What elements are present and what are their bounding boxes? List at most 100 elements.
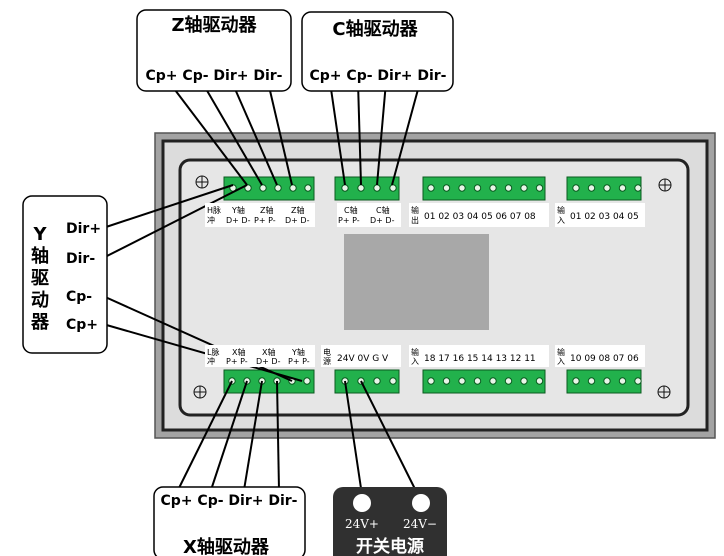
terminal-pin <box>274 184 282 192</box>
c-driver-signals: Cp+ Cp- Dir+ Dir- <box>310 68 447 84</box>
label-pulse: 冲 <box>207 215 215 225</box>
y-driver-title-char: Y <box>32 224 47 245</box>
terminal-pin <box>572 184 580 192</box>
label-y-dir: D+ D- <box>226 216 251 225</box>
x-driver-box: Cp+ Cp- Dir+ Dir- X轴驱动器 <box>153 486 306 556</box>
terminal-pin <box>304 184 312 192</box>
label-c-axis: C轴 <box>344 205 358 215</box>
terminal-pin <box>618 377 627 385</box>
label-pulse: H脉 <box>207 205 221 215</box>
label-pulse: 冲 <box>207 356 215 366</box>
terminal-pin <box>520 377 528 385</box>
label-y-pulse: P+ P- <box>288 357 310 366</box>
terminal-block-output <box>422 176 546 201</box>
terminal-pin <box>357 184 365 192</box>
label-input-numbers: 18 17 16 15 14 13 12 11 <box>424 354 536 364</box>
terminal-pin <box>341 184 349 192</box>
bottom-terminal-labels: L脉 冲 X轴 P+ P- X轴 D+ D- Y轴 P+ P- 电 源 24V … <box>205 345 645 367</box>
power-plus-label: 24V+ <box>345 517 379 531</box>
y-driver-signal: Dir+ <box>66 221 101 237</box>
mounting-screw-icon <box>658 178 672 192</box>
label-power: 电 <box>323 347 331 357</box>
power-minus-label: 24V− <box>403 517 437 531</box>
top-terminal-labels: H脉 冲 Y轴 D+ D- Z轴 P+ P- Z轴 D+ D- C轴 P+ P-… <box>205 203 645 227</box>
x-driver-title: X轴驱动器 <box>183 536 270 556</box>
terminal-minus-icon <box>412 494 430 512</box>
terminal-pin <box>572 377 580 385</box>
terminal-block-input-bottom <box>422 369 546 394</box>
y-driver-title-char: 器 <box>30 312 50 333</box>
label-x-axis: X轴 <box>262 347 275 357</box>
label-x-dir: D+ D- <box>256 357 281 366</box>
terminal-pin <box>535 184 544 192</box>
label-output-numbers: 01 02 03 04 05 06 07 08 <box>424 212 536 222</box>
terminal-pin <box>473 377 482 385</box>
terminal-pin <box>373 184 381 192</box>
label-input: 入 <box>557 357 565 366</box>
label-pulse: L脉 <box>207 347 219 357</box>
terminal-pin <box>442 377 451 385</box>
label-z-pulse: P+ P- <box>254 216 276 225</box>
terminal-pin <box>489 377 497 385</box>
terminal-pin <box>587 377 596 385</box>
label-input: 输 <box>411 347 419 357</box>
label-input: 入 <box>557 216 565 225</box>
label-y-axis: Y轴 <box>231 205 245 215</box>
label-output: 出 <box>411 215 419 225</box>
label-z-axis: Z轴 <box>291 205 304 215</box>
terminal-pin <box>587 184 596 192</box>
label-c-dir: D+ D- <box>370 216 395 225</box>
terminal-pin <box>535 377 544 385</box>
power-supply-title: 开关电源 <box>356 536 424 556</box>
terminal-pin <box>634 377 642 385</box>
terminal-pin <box>603 377 611 385</box>
label-input: 入 <box>411 357 419 366</box>
terminal-pin <box>458 377 466 385</box>
label-power-pins: 24V 0V G V <box>337 354 389 364</box>
y-driver-signal: Dir- <box>66 251 95 267</box>
y-driver-title-char: 动 <box>31 290 49 311</box>
terminal-pin <box>389 377 397 385</box>
label-z-axis: Z轴 <box>260 205 273 215</box>
terminal-pin <box>520 184 528 192</box>
terminal-pin <box>427 377 435 385</box>
terminal-pin <box>427 184 435 192</box>
terminal-pin <box>289 184 297 192</box>
z-driver-title: Z轴驱动器 <box>171 14 257 36</box>
z-driver-box: Z轴驱动器 Cp+ Cp- Dir+ Dir- <box>136 9 292 92</box>
terminal-pin <box>303 377 311 385</box>
label-c-axis: C轴 <box>376 205 390 215</box>
terminal-pin <box>389 184 397 192</box>
terminal-pin <box>489 184 497 192</box>
mounting-screw-icon <box>193 385 207 399</box>
terminal-pin <box>373 377 381 385</box>
y-driver-box: Y 轴 驱 动 器 Dir+ Dir- Cp- Cp+ <box>22 195 108 354</box>
power-supply-box: 24V+ 24V− 开关电源 <box>333 487 447 556</box>
display-window <box>344 234 489 330</box>
label-input-numbers: 10 09 08 07 06 <box>570 354 639 364</box>
label-power: 源 <box>323 357 331 366</box>
terminal-pin <box>504 377 513 385</box>
label-z-dir: D+ D- <box>285 216 310 225</box>
terminal-pin <box>634 184 642 192</box>
label-input-numbers: 01 02 03 04 05 <box>570 212 639 222</box>
terminal-pin <box>442 184 451 192</box>
label-x-axis: X轴 <box>232 347 245 357</box>
mounting-screw-icon <box>657 385 671 399</box>
label-input: 输 <box>557 347 565 357</box>
terminal-block-top-c <box>334 176 400 201</box>
terminal-block-top-left <box>223 176 315 201</box>
label-x-pulse: P+ P- <box>226 357 248 366</box>
terminal-pin <box>473 184 482 192</box>
label-input: 输 <box>557 205 565 215</box>
c-driver-box: C轴驱动器 Cp+ Cp- Dir+ Dir- <box>301 11 454 92</box>
terminal-pin <box>259 184 267 192</box>
terminal-plus-icon <box>353 494 371 512</box>
z-driver-signals: Cp+ Cp- Dir+ Dir- <box>146 68 283 84</box>
x-driver-signals: Cp+ Cp- Dir+ Dir- <box>161 493 298 509</box>
terminal-pin <box>504 184 513 192</box>
label-c-pulse: P+ P- <box>338 216 360 225</box>
terminal-pin <box>603 184 611 192</box>
y-driver-title-char: 驱 <box>31 268 49 289</box>
